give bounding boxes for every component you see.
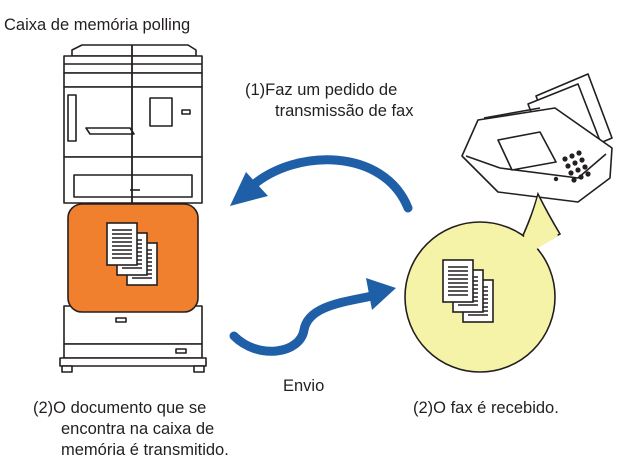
fax-received-label: (2)O fax é recebido.: [413, 399, 559, 417]
fax-machine-icon: [461, 73, 613, 203]
request-label-line2: transmissão de fax: [275, 102, 414, 120]
send-label: Envio: [283, 377, 325, 395]
document-label-line3: memória é transmitido.: [61, 441, 229, 459]
request-arrow: [230, 155, 413, 213]
request-label-line1: (1)Faz um pedido de: [245, 81, 398, 99]
send-arrow: [229, 278, 396, 356]
document-label-line1: (2)O documento que se: [33, 399, 207, 417]
fax-keypad-icon: [553, 150, 591, 183]
mailbox-title: Caixa de memória polling: [4, 16, 191, 34]
document-label-line2: encontra na caixa de: [61, 420, 215, 438]
